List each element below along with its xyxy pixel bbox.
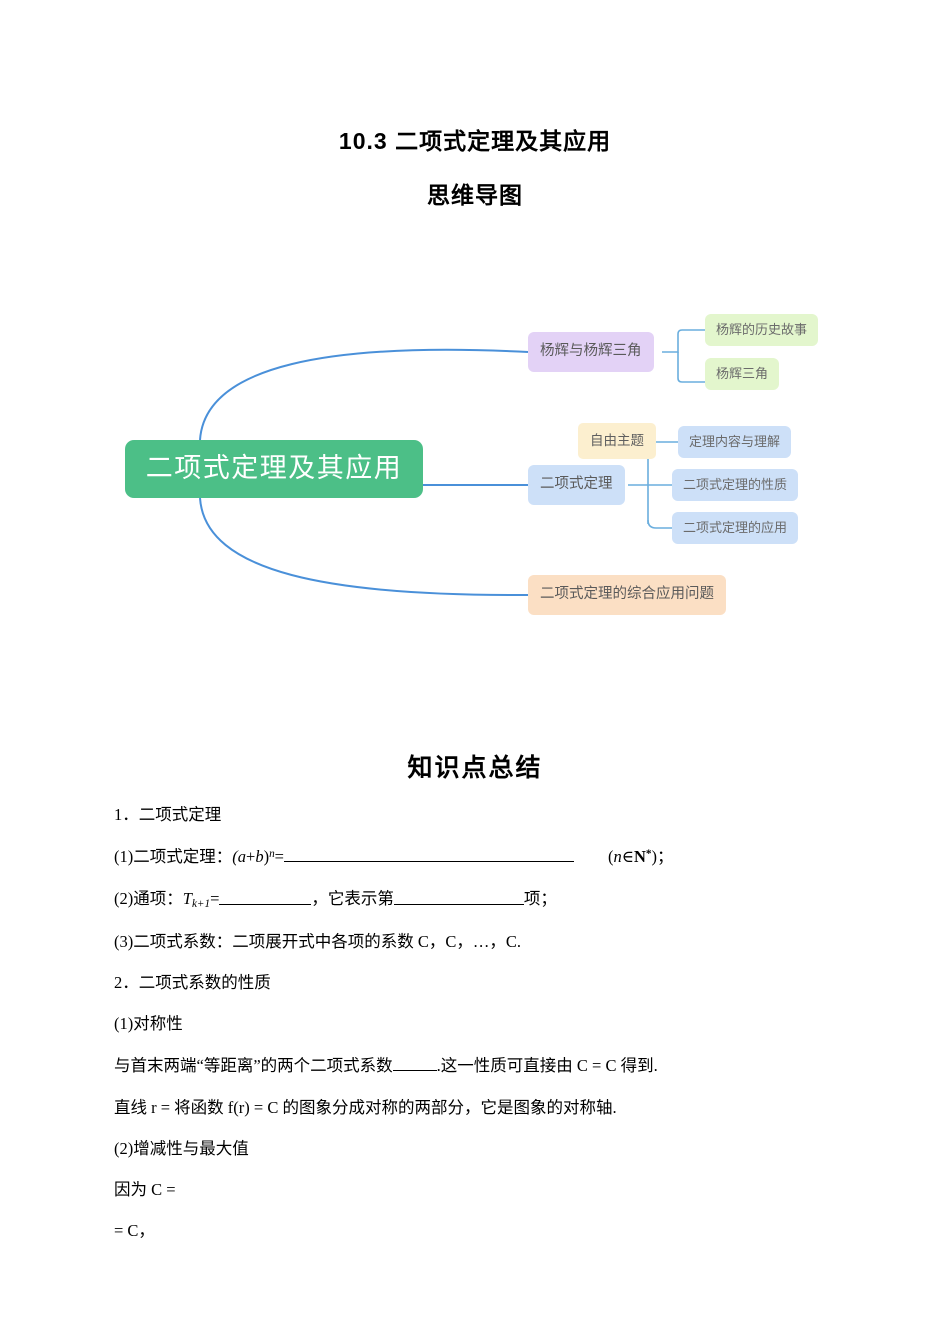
item-2-1-post: .这一性质可直接由 C = C 得到. (436, 1056, 658, 1076)
mindmap-branch-yanghui[interactable]: 杨辉与杨辉三角 (528, 332, 654, 372)
knowledge-summary-heading: 知识点总结 (407, 755, 543, 782)
knowledge-item-2-2-line-b: = C， (114, 1220, 155, 1240)
item-1-2-equals: = (210, 889, 220, 909)
item-1-1-formula-plus: + (246, 847, 256, 867)
mindmap-branch-comprehensive-problems-label: 二项式定理的综合应用问题 (540, 586, 714, 603)
knowledge-item-2-heading: 2．二项式系数的性质 (114, 973, 271, 993)
mindmap-branch-comprehensive-problems[interactable]: 二项式定理的综合应用问题 (528, 575, 726, 615)
mindmap-leaf-history-story[interactable]: 杨辉的历史故事 (705, 314, 819, 346)
mindmap-free-topic-label: 自由主题 (590, 432, 644, 448)
knowledge-item-1-3: (3)二项式系数：二项展开式中各项的系数 C，C，…，C. (114, 931, 522, 951)
item-1-2-mid: ，它表示第 (311, 889, 394, 909)
item-1-1-formula-b: b (255, 847, 264, 867)
item-1-1-suffix-n: n (613, 847, 622, 867)
answer-blank-term-index[interactable] (393, 888, 524, 905)
mindmap-root-node[interactable]: 二项式定理及其应用 (125, 440, 423, 498)
item-1-2-T: T (182, 889, 192, 909)
answer-blank-general-term[interactable] (219, 888, 312, 905)
mindmap-branch-binomial-theorem-label: 二项式定理 (540, 476, 613, 493)
item-1-1-suffix-open: ( (607, 847, 614, 867)
mindmap-leaf-theorem-applications[interactable]: 二项式定理的应用 (672, 512, 799, 544)
item-2-1-pre: 与首末两端“等距离”的两个二项式系数 (114, 1056, 393, 1076)
item-1-2-subscript: k+1 (191, 898, 211, 911)
mindmap-root-label: 二项式定理及其应用 (145, 453, 403, 484)
page-title: 10.3 二项式定理及其应用 (338, 128, 612, 154)
mindmap-leaf-yanghui-triangle[interactable]: 杨辉三角 (705, 358, 780, 390)
mindmap-leaf-yanghui-triangle-label: 杨辉三角 (716, 365, 769, 381)
knowledge-item-1-1: (1)二项式定理：(a+b)n=(n∈N*)； (114, 846, 854, 868)
link-yanghui-to-history (662, 329, 705, 353)
item-1-1-suffix-in: ∈ (621, 847, 634, 867)
mindmap-branch-binomial-theorem[interactable]: 二项式定理 (528, 465, 625, 505)
knowledge-item-2-2-heading: (2)增减性与最大值 (114, 1138, 249, 1158)
mindmap: 二项式定理及其应用 杨辉与杨辉三角 杨辉的历史故事 杨辉三角 二项式定理 定理内… (0, 270, 950, 650)
item-1-1-exponent: n (269, 848, 275, 861)
knowledge-summary-body: 1．二项式定理 (1)二项式定理：(a+b)n=(n∈N*)； (2)通项：Tk… (114, 805, 854, 1262)
item-1-1-equals: = (274, 847, 284, 867)
mindmap-leaf-theorem-applications-label: 二项式定理的应用 (683, 519, 788, 535)
mindmap-branch-yanghui-label: 杨辉与杨辉三角 (540, 343, 642, 360)
knowledge-item-2-2-line-a: 因为 C = (114, 1179, 176, 1199)
item-1-2-end: 项； (523, 889, 557, 909)
answer-blank-binomial-expansion[interactable] (283, 846, 574, 863)
answer-blank-symmetry[interactable] (392, 1055, 437, 1072)
knowledge-item-2-1-heading: (1)对称性 (114, 1014, 183, 1034)
mindmap-heading: 思维导图 (427, 182, 523, 208)
link-binomial-to-application (647, 519, 672, 529)
knowledge-item-1-2: (2)通项：Tk+1= ，它表示第 项； (114, 888, 854, 911)
mindmap-leaf-theorem-content[interactable]: 定理内容与理解 (678, 426, 792, 458)
mindmap-leaf-history-story-label: 杨辉的历史故事 (716, 321, 808, 337)
knowledge-item-2-1-axis: 直线 r = 将函数 f(r) = C 的图象分成对称的两部分，它是图象的对称轴… (114, 1097, 617, 1117)
knowledge-item-2-1-symmetry: 与首末两端“等距离”的两个二项式系数 .这一性质可直接由 C = C 得到. (114, 1055, 854, 1077)
mindmap-leaf-theorem-properties-label: 二项式定理的性质 (683, 476, 788, 492)
mindmap-free-topic-node[interactable]: 自由主题 (578, 423, 656, 459)
link-root-to-comprehensive (199, 497, 529, 597)
item-1-1-suffix-star: * (645, 848, 652, 861)
item-1-1-formula-close: ) (263, 847, 270, 867)
item-1-1-formula-a: (a (232, 847, 246, 867)
mindmap-leaf-theorem-content-label: 定理内容与理解 (689, 433, 781, 449)
item-1-1-prefix: (1)二项式定理： (114, 847, 233, 867)
link-root-to-yanghui (199, 348, 529, 441)
item-1-1-suffix-naturals: N (633, 847, 646, 867)
item-1-2-prefix: (2)通项： (114, 889, 183, 909)
item-1-1-suffix-close: )； (651, 847, 674, 867)
link-yanghui-to-triangle (677, 352, 705, 383)
knowledge-item-1-heading: 1．二项式定理 (114, 805, 222, 824)
mindmap-leaf-theorem-properties[interactable]: 二项式定理的性质 (672, 469, 799, 501)
